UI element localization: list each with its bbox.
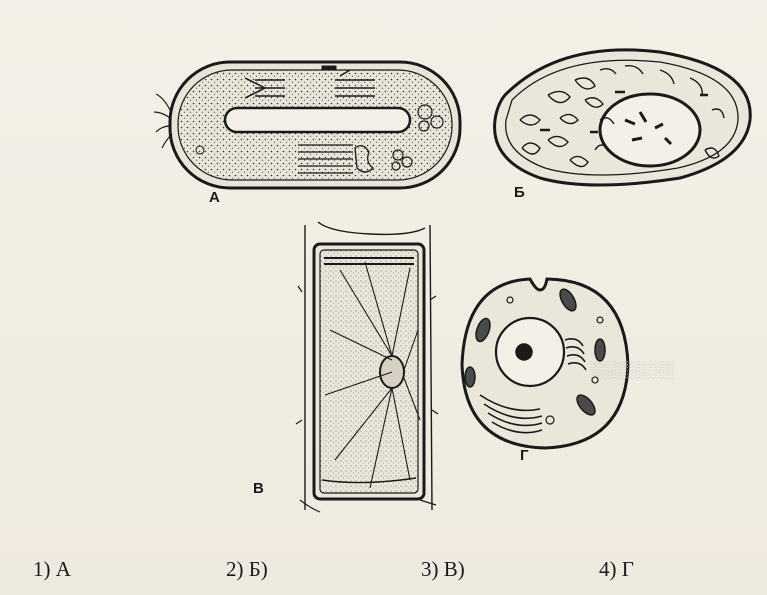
- cell-v-plant: [296, 222, 438, 512]
- option-number: 3): [421, 557, 439, 581]
- option-number: 2): [226, 557, 244, 581]
- cell-g-label: Г: [520, 447, 529, 464]
- option-number: 1): [33, 557, 51, 581]
- option-text: А: [56, 557, 71, 581]
- cell-b-label: Б: [514, 184, 525, 201]
- answer-option-1[interactable]: 1) А: [33, 557, 71, 582]
- option-text: Г: [622, 557, 634, 581]
- cell-b-protist: [495, 50, 751, 185]
- option-text: Б): [249, 557, 268, 581]
- answer-option-2[interactable]: 2) Б): [226, 557, 268, 582]
- option-text: В): [444, 557, 465, 581]
- answer-option-4[interactable]: 4) Г: [599, 557, 634, 582]
- cell-v-label: В: [253, 480, 264, 497]
- cell-a-bacterium: [154, 62, 460, 188]
- cell-a-label: А: [209, 189, 220, 206]
- answer-option-3[interactable]: 3) В): [421, 557, 465, 582]
- option-number: 4): [599, 557, 617, 581]
- bleed-through-text: ░░░░░░░: [590, 360, 674, 380]
